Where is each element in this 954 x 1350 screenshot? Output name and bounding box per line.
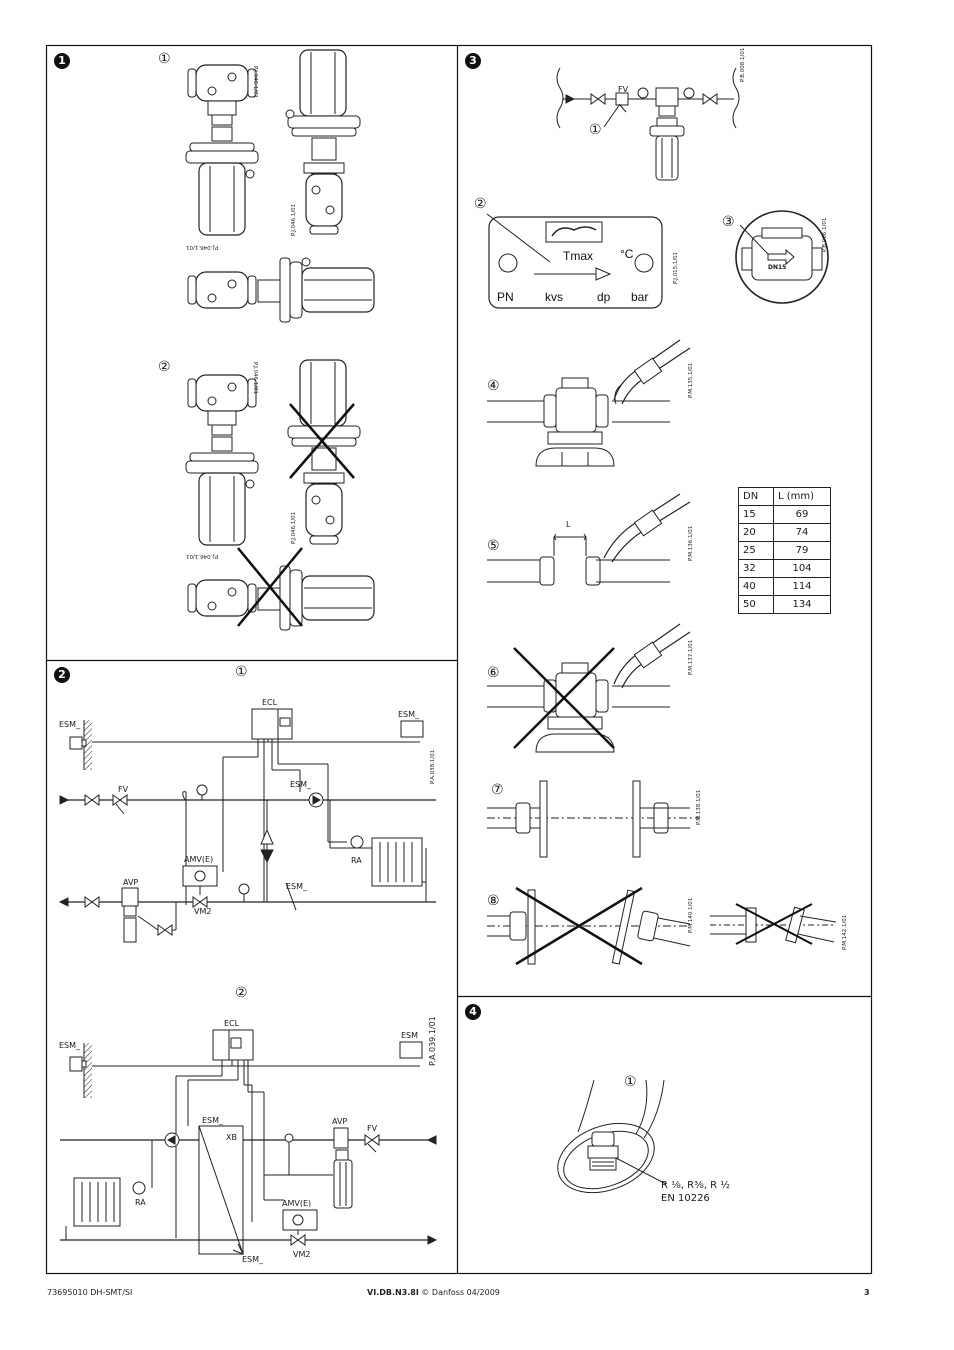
s2-diagram-2-label: ② [235,985,248,1001]
esm-label: ESM_ [398,710,420,719]
page-number: 3 [864,1288,870,1297]
avp-label: AVP [332,1117,348,1126]
fv-label: FV [618,85,629,94]
esm-label: ESM [401,1031,419,1040]
table-header-row: DN L (mm) [738,487,831,506]
section-3-drawing [486,67,837,966]
dn-length-table: DN L (mm) 15 69 20 74 25 79 32 104 40 11… [738,487,831,614]
plate-kvs: kvs [545,290,563,304]
ra-label: RA [351,856,362,865]
s3-step-3-label: ③ [722,214,735,230]
ecl-label: ECL [224,1019,240,1028]
table-cell: 20 [738,523,774,542]
section-2-badge: 2 [54,667,70,683]
s3-step-6-label: ⑥ [487,665,500,681]
s2-diagram-1-label: ① [235,664,248,680]
esm-label: ESM_ [59,1041,81,1050]
plate-pn: PN [497,290,514,304]
thread-standard: EN 10226 [661,1193,710,1204]
table-row: 25 79 [738,541,831,560]
plate-dp: dp [597,290,611,304]
s1-step-2-label: ② [158,359,171,375]
table-cell: 25 [738,541,774,560]
section-2-diagram-1 [58,708,436,943]
footer-doc-code: 73695010 DH-SMT/SI [47,1288,133,1297]
s3-step-8-label: ⑧ [487,893,500,909]
section-4-badge: 4 [465,1004,481,1020]
table-cell: 74 [773,523,831,542]
table-cell: 114 [773,577,831,596]
table-row: 15 69 [738,505,831,524]
drawing-code: P.M.142.1/01 [842,914,848,950]
esm-label: ESM_ [286,882,308,891]
amv-label: AMV(E) [184,855,214,864]
s3-step-4-label: ④ [487,378,500,394]
section-4-drawing [557,1079,667,1194]
section-2-diagram-2 [60,1029,438,1255]
s3-step-5-label: ⑤ [487,538,500,554]
fv-label: FV [118,785,129,794]
table-cell: 134 [773,595,831,614]
vm2-label: VM2 [293,1250,311,1259]
section-1-badge: 1 [54,53,70,69]
table-cell: 69 [773,505,831,524]
table-cell: 15 [738,505,774,524]
drawing-code: P.M.140.1/01 [688,897,694,933]
drawing-code: P.J.046.1/01 [252,362,258,395]
drawing-code: P.A.039.1/01 [428,1016,437,1066]
footer-copyright: © Danfoss 04/2009 [421,1288,500,1297]
amv-label: AMV(E) [282,1199,312,1208]
drawing-code: P.J.015.1/01 [673,251,679,284]
s3-step-1-label: ① [589,122,602,138]
drawing-code: P.J.046.1/01 [186,553,219,559]
table-row: 20 74 [738,523,831,542]
vm2-label: VM2 [194,907,212,916]
esm-label: ESM_ [290,780,312,789]
table-cell: 32 [738,559,774,578]
drawing-code: P.J.046.1/01 [291,511,297,544]
section-3-badge: 3 [465,53,481,69]
avp-label: AVP [123,878,139,887]
esm-label: ESM_ [59,720,81,729]
table-header: DN [738,487,774,506]
table-cell: 40 [738,577,774,596]
table-cell: 104 [773,559,831,578]
plate-degc: °C [620,247,634,261]
drawing-code: P.J.046.1/01 [252,66,258,99]
footer-ref-code: VI.DB.N3.8I [367,1288,419,1297]
drawing-code: P.J.046.1/01 [186,244,219,250]
drawing-code: P.M.137.1/01 [688,639,694,675]
table-row: 50 134 [738,595,831,614]
fv-label: FV [367,1124,378,1133]
table-cell: 79 [773,541,831,560]
drawing-code: P.B.008.1/01 [740,47,746,82]
ecl-label: ECL [262,698,278,707]
gap-length-label: L [566,520,571,529]
table-row: 40 114 [738,577,831,596]
drawing-code: P.M.136.1/01 [688,525,694,561]
dn-marking: DN15 [768,264,787,271]
table-cell: 50 [738,595,774,614]
drawing-code: P.M.135.1/01 [688,362,694,398]
plate-tmax: Tmax [563,249,593,263]
s1-step-1-label: ① [158,51,171,67]
esm-label: ESM_ [242,1255,264,1264]
s4-step-1-label: ① [624,1074,637,1090]
esm-label: ESM_ [202,1116,224,1125]
drawing-code: P.A.038.1/01 [430,749,436,784]
plate-bar: bar [631,290,649,304]
ra-label: RA [135,1198,146,1207]
drawing-code: P.M.138.1/01 [696,789,702,825]
drawing-code: P.B.006.1/01 [822,217,828,252]
table-row: 32 104 [738,559,831,578]
s3-step-7-label: ⑦ [491,782,504,798]
thread-spec: R ⅛, R⅜, R ½ [661,1180,730,1191]
drawing-code: P.J.046.1/01 [291,203,297,236]
s3-step-2-label: ② [474,196,487,212]
table-header: L (mm) [773,487,831,506]
section-1-drawing [185,49,375,631]
footer-reference: VI.DB.N3.8I © Danfoss 04/2009 [367,1288,500,1297]
xb-label: XB [226,1133,237,1142]
